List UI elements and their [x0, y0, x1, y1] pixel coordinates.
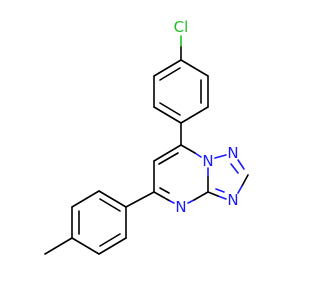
bond-double-inner	[158, 152, 179, 165]
molecule-structure: Cl N N N N	[44, 18, 249, 255]
bond-double-inner	[215, 188, 225, 193]
tolyl-ring	[71, 190, 127, 255]
bond-double-inner	[159, 67, 181, 81]
bond	[214, 154, 227, 159]
bond	[207, 191, 219, 197]
atom-label-pyrimidine-nitrogen: N	[175, 198, 186, 216]
bond-double-inner	[159, 102, 181, 116]
atom-label-triazole-nitrogen-right: N	[227, 191, 238, 209]
bond	[98, 237, 127, 255]
atom-label-triazole-nitrogen-top: N	[227, 144, 238, 162]
bond	[153, 144, 182, 162]
bond	[187, 199, 195, 204]
bond	[153, 106, 182, 124]
bond	[125, 191, 155, 208]
bond	[71, 190, 100, 208]
bond	[153, 59, 182, 77]
bond-methyl	[44, 237, 73, 255]
atom-label-chlorine: Cl	[174, 18, 189, 36]
bond	[153, 191, 171, 202]
bond-double-inner	[230, 163, 239, 174]
bond	[98, 190, 127, 208]
bond	[194, 152, 202, 158]
bond	[180, 59, 209, 77]
bond	[217, 195, 227, 200]
chlorophenyl-ring	[153, 59, 209, 124]
atom-label-bridge-nitrogen: N	[202, 152, 213, 170]
bond	[241, 174, 249, 187]
bond	[180, 106, 209, 124]
bond	[193, 191, 209, 201]
bond-double-inner	[99, 198, 121, 212]
triazole-ring	[207, 154, 249, 200]
bond	[180, 144, 196, 154]
bond-double-inner	[99, 233, 121, 247]
molecule-canvas: Cl N N N N	[44, 18, 249, 255]
bond	[71, 237, 100, 255]
bond	[169, 200, 175, 204]
bond	[237, 159, 245, 170]
bond-double-inner	[159, 187, 170, 194]
pyrimidine-ring	[153, 144, 209, 204]
bond	[237, 185, 243, 194]
